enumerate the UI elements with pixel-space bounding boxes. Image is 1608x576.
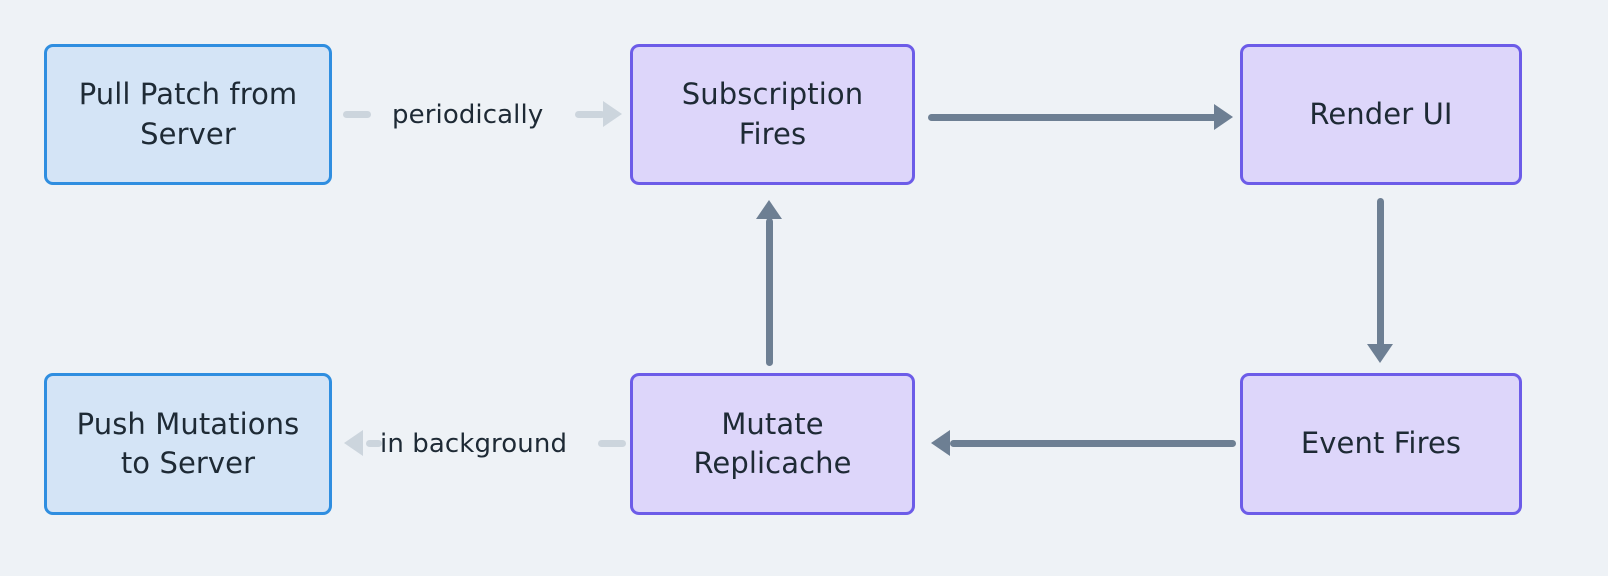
edge-line [766, 218, 773, 366]
edge-label-in-background: in background [380, 429, 568, 459]
edge-stub-left [366, 440, 382, 447]
node-label-line2: Server [140, 116, 236, 151]
edge-line [1377, 198, 1384, 348]
node-label-line1: Render UI [1309, 96, 1453, 131]
edge-line [950, 440, 1236, 447]
node-label-line1: Push Mutations [76, 406, 300, 441]
arrowhead-right-icon [1214, 104, 1233, 130]
node-subscription-fires[interactable]: Subscription Fires [630, 44, 915, 185]
node-pull-patch-from-server[interactable]: Pull Patch from Server [44, 44, 332, 185]
node-label-line2: to Server [120, 446, 256, 480]
arrowhead-left-icon [931, 430, 950, 456]
node-label-line1: Pull Patch from [78, 77, 298, 112]
node-event-fires[interactable]: Event Fires [1240, 373, 1522, 515]
node-label-line1: Mutate [721, 406, 824, 441]
node-label-line1: Event Fires [1300, 426, 1462, 461]
edge-stub-right [598, 440, 626, 447]
edge-label-periodically: periodically [392, 100, 544, 130]
arrowhead-down-icon [1367, 344, 1393, 363]
node-label-line2: Replicache [693, 446, 852, 480]
node-push-mutations-to-server[interactable]: Push Mutations to Server [44, 373, 332, 515]
edge-stub-right [575, 111, 605, 118]
arrowhead-up-icon [756, 200, 782, 219]
arrowhead-right-icon [603, 101, 622, 127]
node-render-ui[interactable]: Render UI [1240, 44, 1522, 185]
arrowhead-left-icon [344, 430, 363, 456]
node-label-line1: Subscription [681, 77, 864, 112]
edge-line [928, 114, 1218, 121]
node-mutate-replicache[interactable]: Mutate Replicache [630, 373, 915, 515]
node-label-line2: Fires [738, 116, 807, 151]
edge-stub-left [343, 111, 371, 118]
